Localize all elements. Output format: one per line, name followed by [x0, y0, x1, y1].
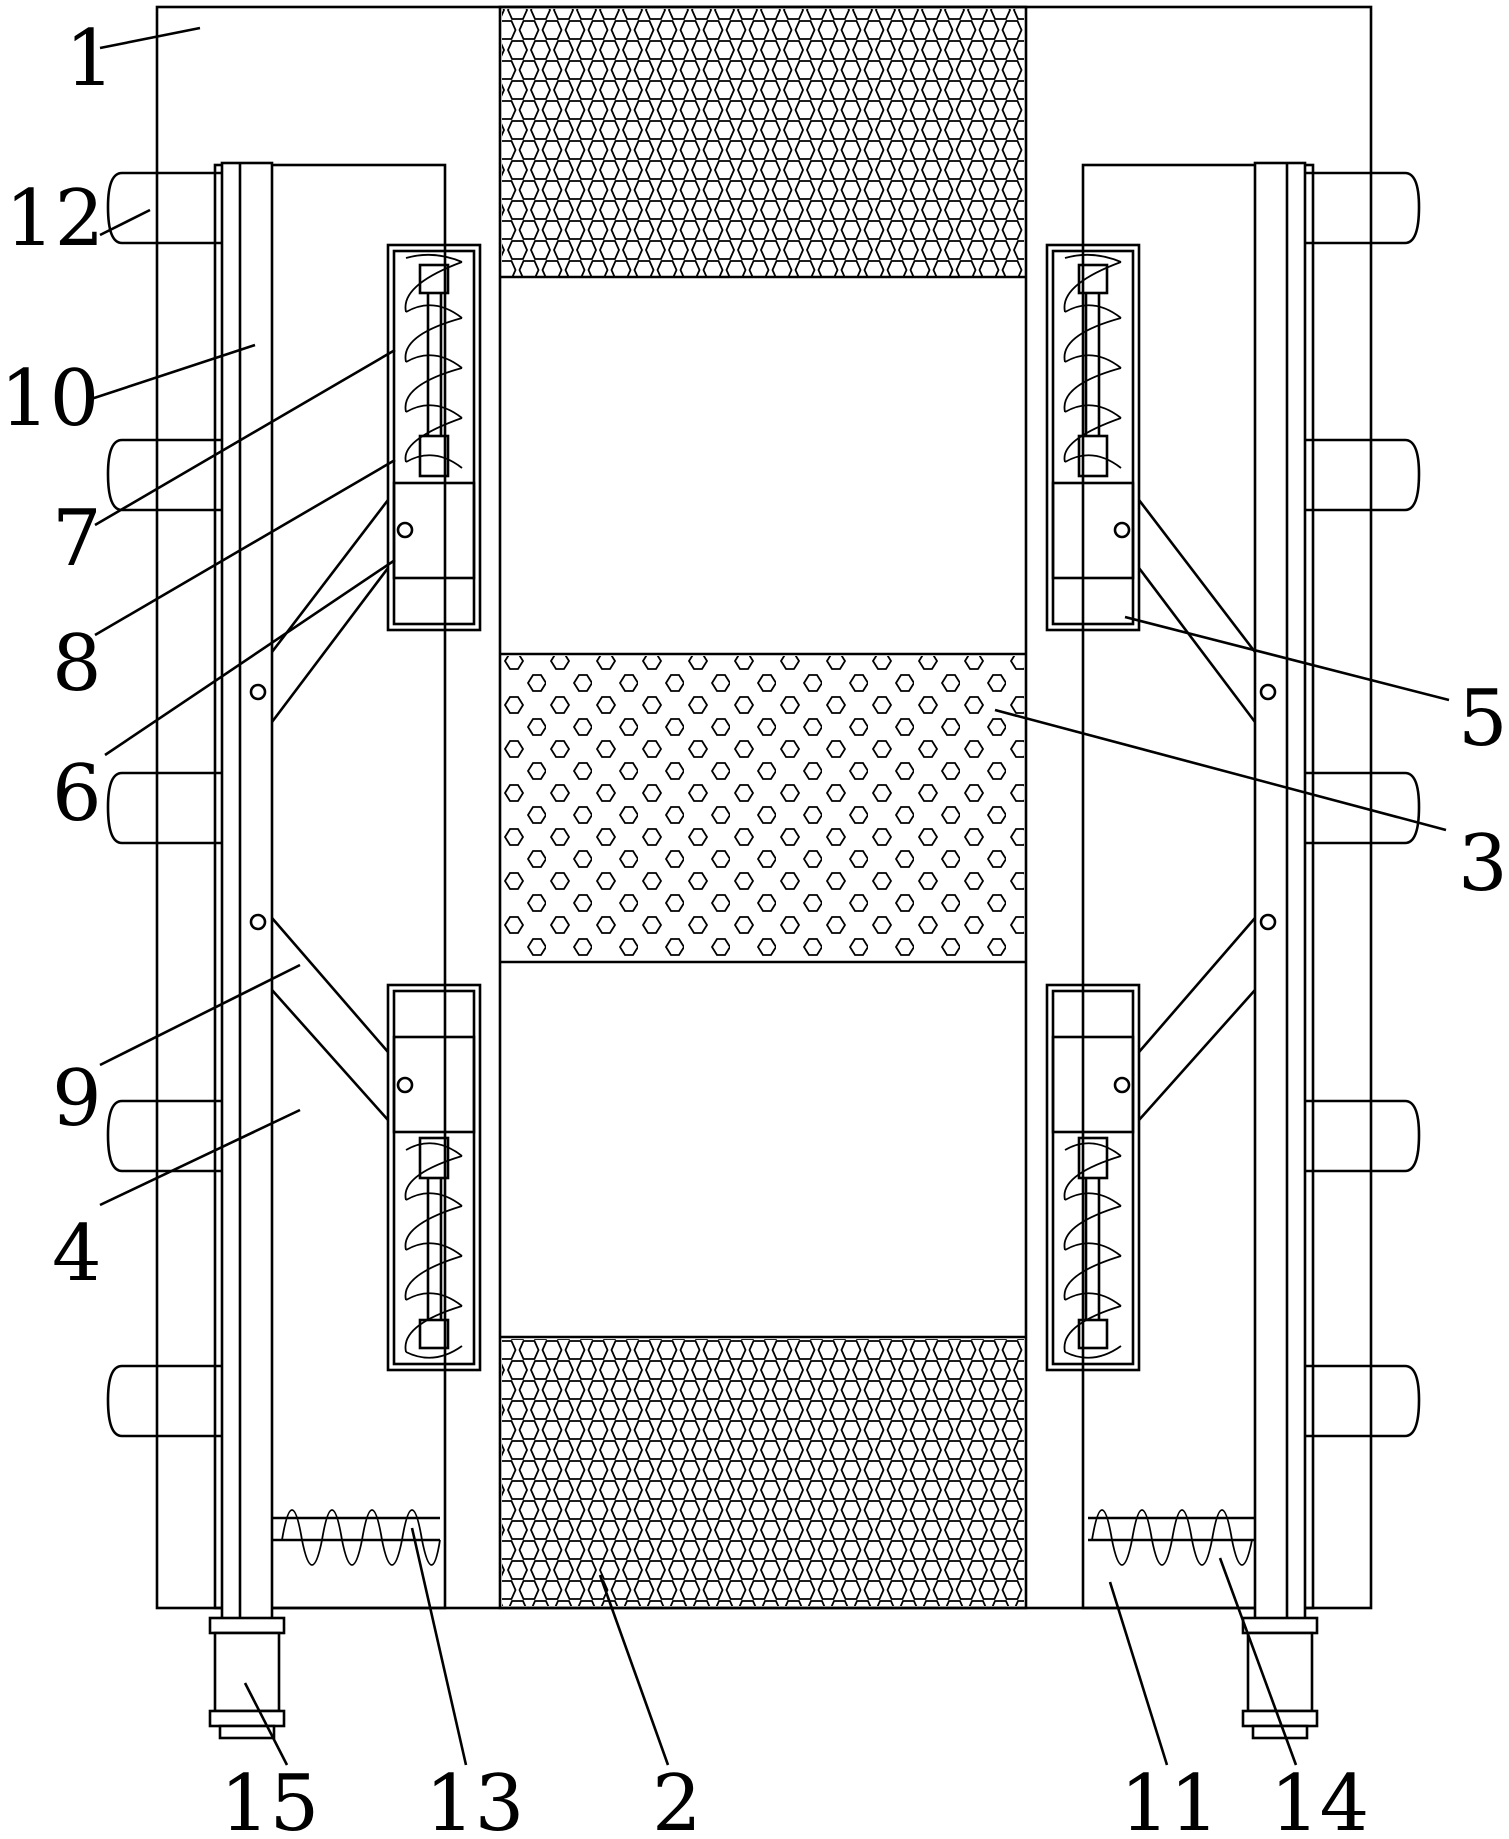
part-labels: 1 12 10 7 8 6 9 4 5 3 15 13 2 11 14 — [0, 14, 1508, 1839]
left-foot — [208, 1616, 286, 1740]
right-top-damper — [1045, 243, 1141, 632]
right-frame-plate — [1081, 163, 1315, 1610]
bottom-right-spring — [1088, 1509, 1255, 1566]
label-4: 4 — [52, 1209, 102, 1299]
left-frame-plate — [213, 163, 447, 1610]
label-7: 7 — [52, 494, 102, 584]
label-11: 11 — [1120, 1759, 1219, 1839]
label-10: 10 — [0, 354, 99, 444]
right-bumpers — [1305, 171, 1421, 1438]
center-panel — [498, 5, 1028, 1610]
label-2: 2 — [652, 1759, 702, 1839]
label-1: 1 — [65, 14, 115, 104]
label-15: 15 — [220, 1759, 319, 1839]
label-8: 8 — [52, 619, 102, 709]
left-column — [220, 161, 274, 1622]
right-bottom-damper — [1045, 983, 1141, 1372]
label-9: 9 — [52, 1054, 102, 1144]
label-5: 5 — [1458, 674, 1508, 764]
label-6: 6 — [52, 749, 102, 839]
bottom-left-spring — [272, 1509, 441, 1566]
connecting-links — [270, 499, 1257, 1121]
label-3: 3 — [1458, 819, 1508, 909]
left-bottom-damper — [386, 983, 482, 1372]
label-14: 14 — [1270, 1759, 1369, 1839]
hex-mesh-bottom — [502, 1339, 1024, 1606]
right-foot — [1241, 1616, 1319, 1740]
label-12: 12 — [5, 174, 104, 264]
right-column — [1253, 161, 1307, 1622]
hex-mesh-middle — [502, 656, 1024, 960]
label-13: 13 — [425, 1759, 524, 1839]
left-top-damper — [386, 243, 482, 632]
left-bumpers — [106, 171, 222, 1438]
leader-lines — [87, 26, 1450, 1766]
hex-mesh-top — [502, 9, 1024, 276]
